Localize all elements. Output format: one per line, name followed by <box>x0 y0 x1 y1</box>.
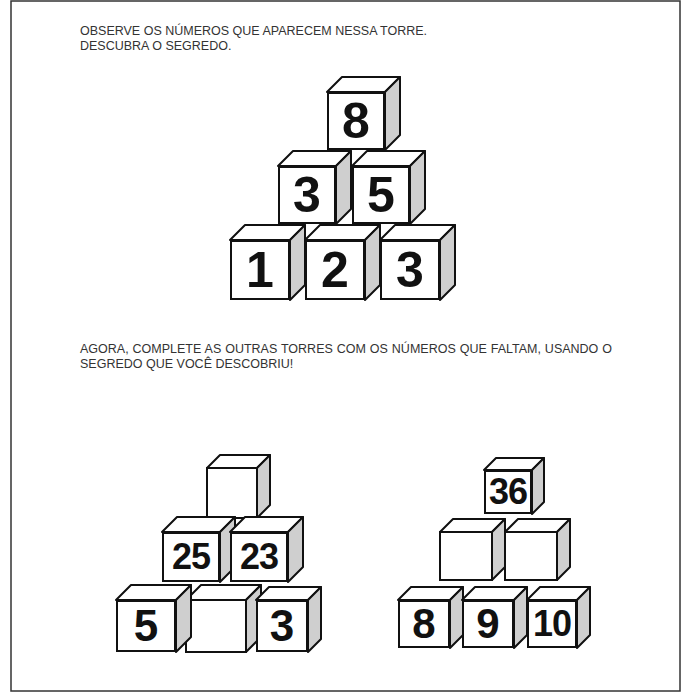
cube-number: 8 <box>342 96 370 146</box>
cube-number: 8 <box>412 603 435 645</box>
cube-side <box>532 458 544 514</box>
empty-cube-face <box>440 532 492 580</box>
cube-number: 9 <box>476 603 499 645</box>
number-cube: 3 <box>380 240 440 300</box>
empty-cube-face <box>207 468 257 518</box>
cube-number: 25 <box>172 539 210 575</box>
instruction-text: AGORA, COMPLETE AS OUTRAS TORRES COM OS … <box>80 342 612 372</box>
cube-number: 5 <box>134 604 158 648</box>
cube-side <box>257 455 270 518</box>
cube-side <box>577 587 590 648</box>
page-frame <box>11 1 680 691</box>
cube-number: 3 <box>270 604 294 648</box>
number-cube: 9 <box>462 600 514 648</box>
cube-number: 1 <box>246 245 274 295</box>
cube-side <box>290 225 305 300</box>
cube-side <box>365 225 380 300</box>
number-cube: 3 <box>256 600 308 652</box>
cube-number: 3 <box>396 245 424 295</box>
cube-number: 2 <box>321 245 349 295</box>
cube-side <box>288 517 303 582</box>
empty-cube-face <box>186 600 246 652</box>
cube-side <box>557 519 570 580</box>
cube-side <box>410 151 425 224</box>
number-cube: 36 <box>484 470 532 514</box>
number-cube: 8 <box>398 600 450 648</box>
cube-number: 36 <box>489 474 527 510</box>
cube-side <box>385 77 400 150</box>
cube-side <box>514 587 527 648</box>
cube-number: 10 <box>533 606 571 642</box>
cube-side <box>336 151 351 224</box>
number-cube: 2 <box>305 240 365 300</box>
number-cube: 5 <box>116 600 176 652</box>
number-cube: 23 <box>230 532 288 582</box>
number-cube: 10 <box>527 600 577 648</box>
cube-number: 23 <box>240 539 278 575</box>
number-cube: 3 <box>278 166 336 224</box>
empty-cube-face <box>505 532 557 580</box>
instruction-text: DESCUBRA O SEGREDO. <box>80 39 640 54</box>
instruction-text: OBSERVE OS NÚMEROS QUE APARECEM NESSA TO… <box>80 24 640 39</box>
number-cube: 5 <box>352 166 410 224</box>
cube-side <box>440 225 455 300</box>
cube-number: 3 <box>293 170 321 220</box>
cube-side <box>308 587 321 652</box>
cube-side <box>176 585 191 652</box>
number-cube: 25 <box>162 532 220 582</box>
number-cube: 8 <box>327 92 385 150</box>
cube-number: 5 <box>367 170 395 220</box>
number-cube: 1 <box>230 240 290 300</box>
cube-side <box>492 519 505 580</box>
